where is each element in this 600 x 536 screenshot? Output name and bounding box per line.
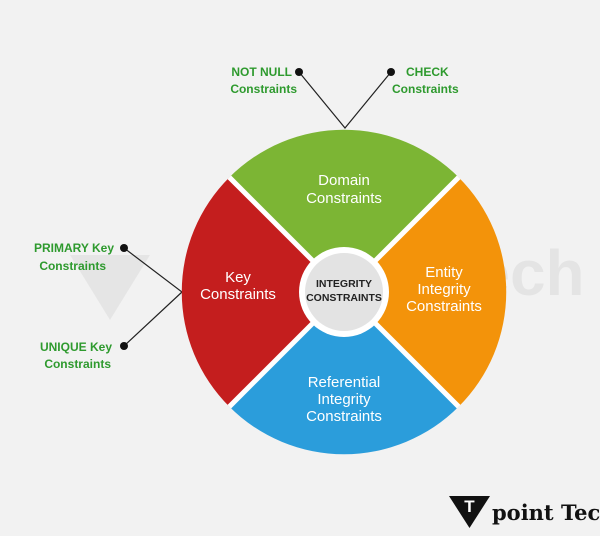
entity-label-line1: Entity [425, 264, 463, 281]
center-hub-inner [305, 253, 383, 331]
brand-letter: T [464, 497, 475, 516]
primary-key-callout-line1: PRIMARY Key [34, 241, 114, 255]
segment-entity [371, 177, 507, 407]
referential-label-line3: Constraints [306, 408, 382, 425]
tpoint-logo-icon: T [449, 496, 490, 528]
not-null-callout-line1: NOT NULL [231, 65, 292, 79]
check-callout-line2: Constraints [392, 82, 459, 96]
segment-referential [229, 319, 459, 455]
domain-label-line1: Domain [318, 172, 370, 189]
unique-key-callout-line2: Constraints [44, 357, 111, 371]
not-null-dot [295, 68, 303, 76]
referential-label-line2: Integrity [317, 391, 371, 408]
segment-domain [229, 129, 459, 265]
check-dot [387, 68, 395, 76]
domain-label-line2: Constraints [306, 190, 382, 207]
key-label-line1: Key [225, 269, 251, 286]
check-callout-line1: CHECK [406, 65, 449, 79]
unique-key-dot [120, 342, 128, 350]
unique-key-callout-line1: UNIQUE Key [40, 340, 112, 354]
segment-key [181, 177, 317, 407]
center-label-line1: INTEGRITY [316, 278, 372, 290]
primary-key-callout-line2: Constraints [39, 259, 106, 273]
center-label-line2: CONSTRAINTS [306, 292, 382, 304]
referential-label-line1: Referential [308, 374, 381, 391]
not-null-callout-line2: Constraints [230, 82, 297, 96]
brand-name: point Tech [492, 500, 600, 525]
key-label-line2: Constraints [200, 286, 276, 303]
entity-label-line3: Constraints [406, 298, 482, 315]
segment-separators [227, 175, 461, 409]
primary-key-dot [120, 244, 128, 252]
entity-label-line2: Integrity [417, 281, 471, 298]
